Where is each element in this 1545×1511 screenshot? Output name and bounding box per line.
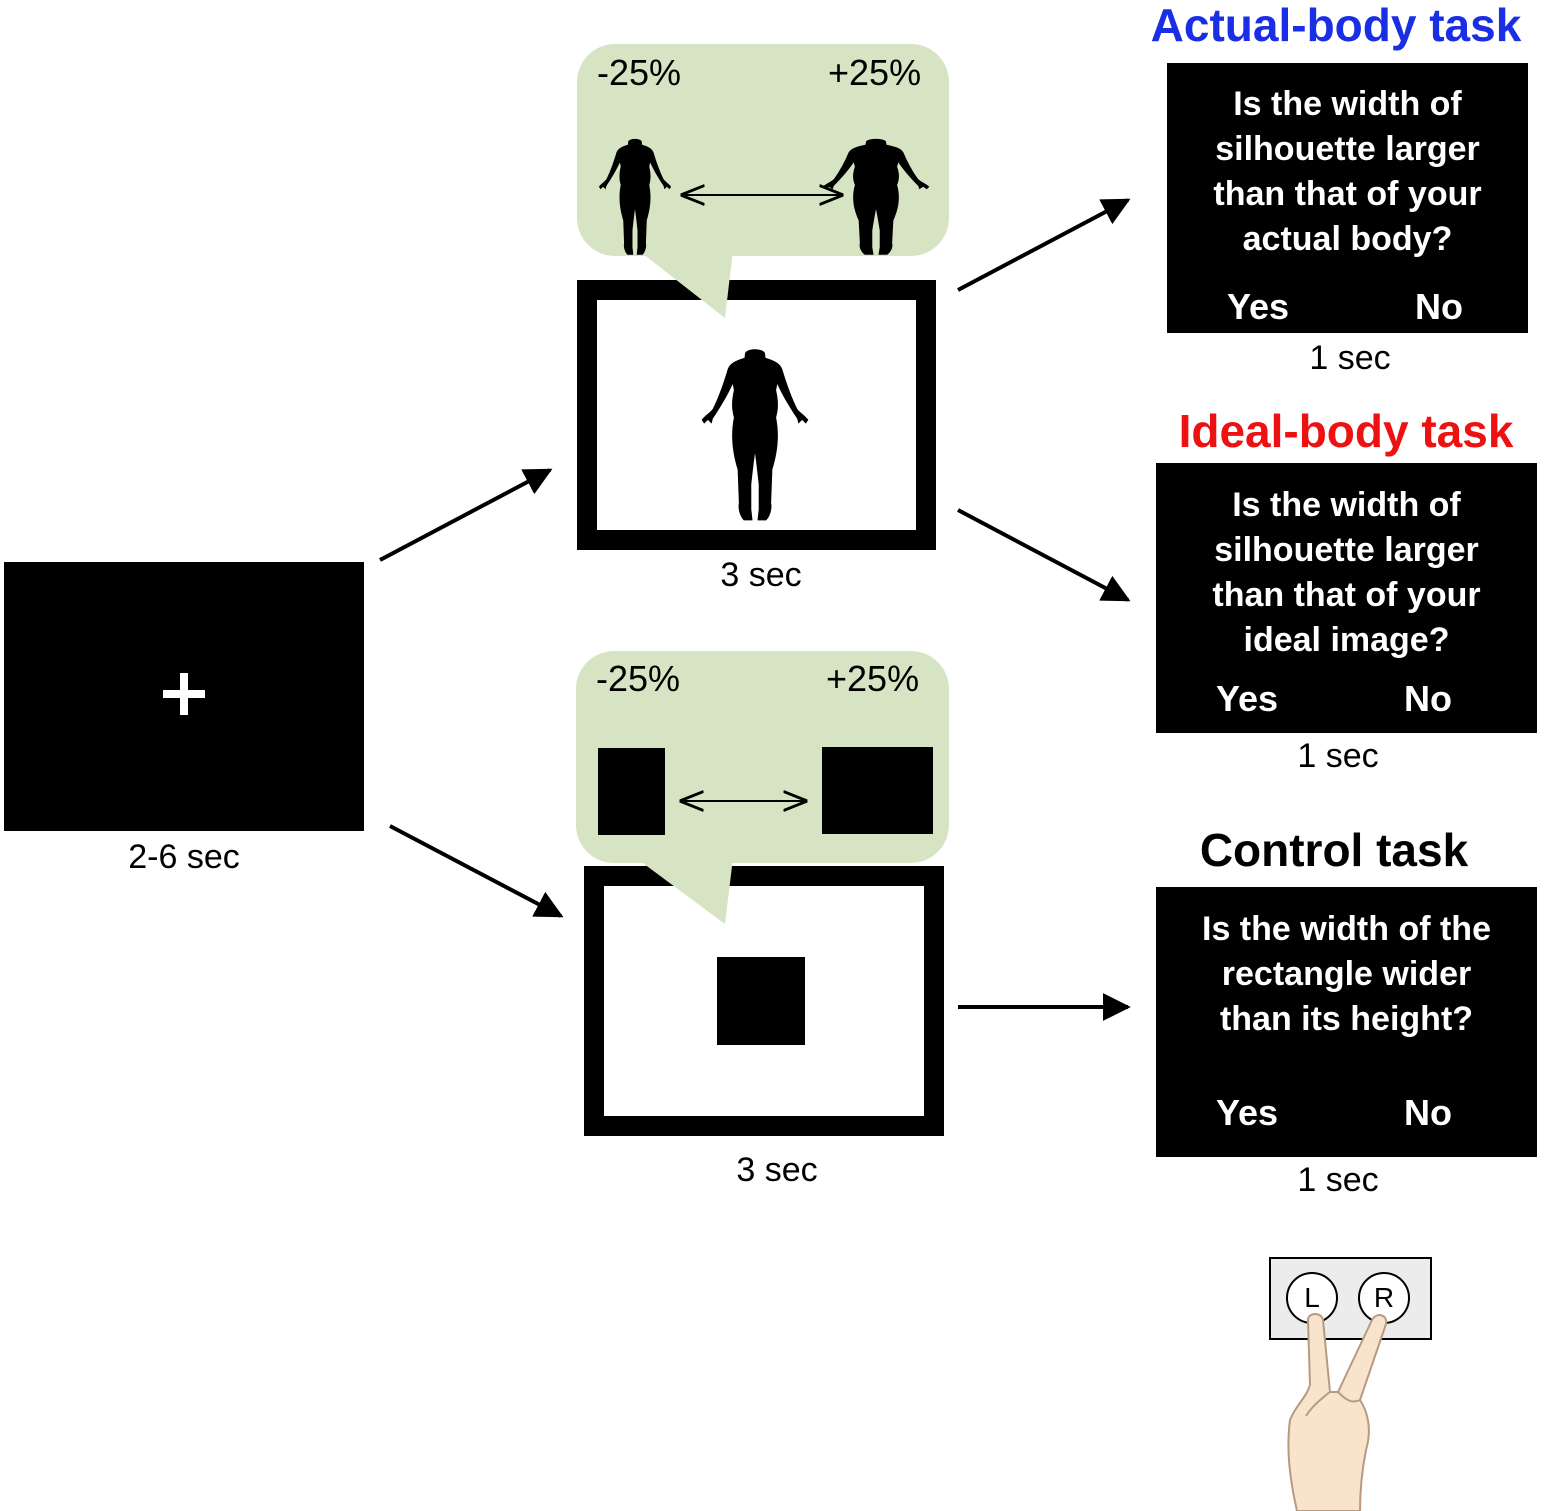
body-stimulus-duration: 3 sec	[720, 556, 802, 594]
actual-body-question-screen: Is the width of silhouette larger than t…	[1167, 63, 1528, 333]
fixation-duration: 2-6 sec	[128, 838, 240, 876]
arrow-icon	[389, 824, 564, 918]
narrow-rectangle	[598, 748, 665, 835]
arrow-icon	[957, 508, 1131, 602]
control-question: Is the width of the rectangle wider than…	[1202, 910, 1491, 1038]
ideal-body-duration: 1 sec	[1297, 737, 1379, 775]
no-option: No	[1404, 1092, 1452, 1133]
yes-option: Yes	[1216, 1092, 1279, 1133]
rect-max-label: +25%	[826, 658, 920, 699]
target-rectangle	[717, 957, 805, 1045]
right-key-label: R	[1373, 1282, 1395, 1313]
yes-option: Yes	[1227, 286, 1290, 327]
no-option: No	[1404, 678, 1452, 719]
arrow-icon	[379, 468, 553, 562]
yes-option: Yes	[1216, 678, 1279, 719]
ideal-body-question: Is the width of silhouette larger than t…	[1212, 486, 1481, 659]
control-task-title: Control task	[1199, 824, 1469, 876]
body-max-label: +25%	[828, 52, 922, 93]
ideal-body-task-title: Ideal-body task	[1178, 405, 1514, 457]
fixation-cross-icon	[180, 673, 188, 715]
rect-min-label: -25%	[596, 658, 681, 699]
actual-body-duration: 1 sec	[1309, 339, 1391, 377]
no-option: No	[1415, 286, 1463, 327]
control-duration: 1 sec	[1297, 1161, 1379, 1199]
body-min-label: -25%	[597, 52, 682, 93]
hand-icon	[1287, 1313, 1388, 1511]
wide-rectangle	[822, 747, 933, 834]
rect-stimulus-duration: 3 sec	[736, 1151, 818, 1189]
left-key-label: L	[1304, 1282, 1320, 1313]
arrow-icon	[957, 198, 1131, 292]
ideal-body-question-screen: Is the width of silhouette larger than t…	[1156, 463, 1537, 733]
actual-body-question: Is the width of silhouette larger than t…	[1213, 85, 1482, 258]
actual-body-task-title: Actual-body task	[1150, 0, 1522, 51]
control-question-screen: Is the width of the rectangle wider than…	[1156, 887, 1537, 1157]
